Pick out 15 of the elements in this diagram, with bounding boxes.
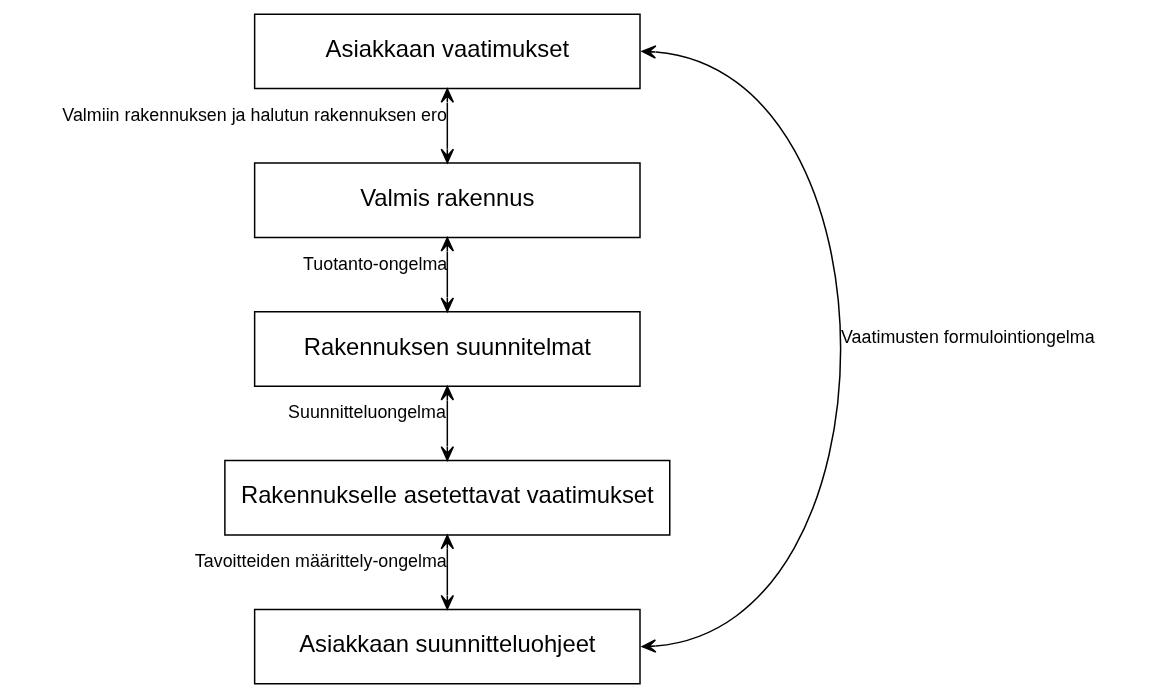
node-box: Asiakkaan suunnitteluohjeet xyxy=(253,608,641,685)
node-box: Rakennuksen suunnitelmat xyxy=(253,311,641,387)
edge-label: Vaatimusten formulointiongelma xyxy=(840,327,1095,348)
arrow xyxy=(440,534,454,610)
arrow xyxy=(440,88,454,164)
node-box: Asiakkaan vaatimukset xyxy=(253,13,641,90)
arrow xyxy=(440,385,454,461)
arrow xyxy=(440,237,454,313)
node-box: Rakennukselle asetettavat vaatimukset xyxy=(223,459,670,536)
edge-label: Tavoitteiden määrittely-ongelma xyxy=(194,551,447,572)
edge-label: Tuotanto-ongelma xyxy=(302,253,447,274)
edge-label: Valmiin rakennuksen ja halutun rakennuksen ero xyxy=(61,104,447,125)
node-box: Valmis rakennus xyxy=(253,162,641,239)
arrow xyxy=(641,45,841,653)
edge-label: Suunnitteluongelma xyxy=(287,402,446,423)
